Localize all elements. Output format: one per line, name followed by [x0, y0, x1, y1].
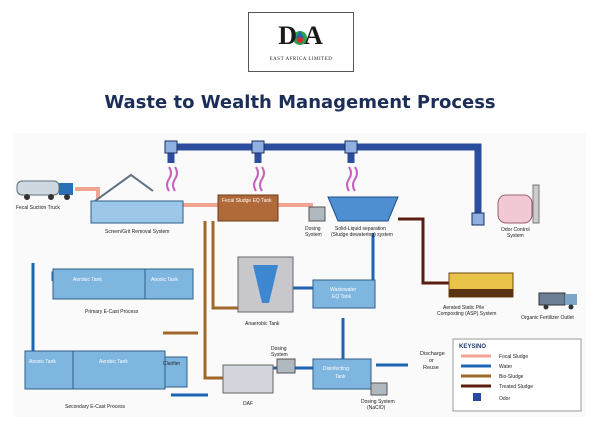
daf-unit — [222, 364, 274, 394]
label-anaerobic: Anaerobic Tank — [245, 321, 280, 327]
asp-composting — [448, 272, 514, 298]
dosing-system-2 — [276, 358, 296, 374]
page-title: Waste to Wealth Management Process — [104, 92, 496, 113]
label-discharge1: Discharge — [420, 351, 445, 357]
company-logo: D A EAST AFRICA LIMITED — [248, 12, 354, 72]
disinfecting-tank — [312, 358, 372, 390]
organic-fertilizer-truck — [538, 292, 577, 310]
legend-item-2: Bio-Sludge — [499, 374, 524, 380]
odor-control-system — [497, 184, 540, 224]
label-ww2: EQ Tank — [332, 294, 352, 300]
label-truck: Fecal Suction Truck — [16, 205, 60, 211]
label-dosing3b: (NaClO) — [367, 405, 386, 411]
label-organic: Organic Fertilizer Outlet — [521, 315, 574, 321]
anaerobic-tank — [237, 256, 294, 313]
label-disinf2: Tank — [335, 374, 346, 380]
fecal-suction-truck — [16, 180, 73, 200]
label-ww1: Wastewater — [330, 287, 357, 293]
legend-brand: KEYSINO — [459, 344, 486, 350]
primary-e-cast — [52, 268, 194, 300]
label-solid2: (Sludge dewatering) system — [331, 232, 393, 238]
label-dosing1: Dosing — [305, 226, 321, 232]
bio-sludge-lines — [163, 221, 238, 380]
label-anoxic1: Anoxic Tank — [151, 277, 178, 283]
logo-text: D A — [278, 21, 324, 50]
label-solid1: Solid-Liquid separation — [335, 226, 386, 232]
odor-plumes — [166, 166, 358, 192]
label-aerobic2: Aerobic Tank — [99, 359, 128, 365]
legend-swatch-4 — [473, 393, 481, 401]
label-dosing2b: System — [271, 352, 288, 358]
label-primary: Primary E-Cast Process — [85, 309, 139, 315]
dosing-system-3 — [370, 382, 388, 396]
logo-subtitle: EAST AFRICA LIMITED — [269, 57, 333, 62]
process-diagram-svg: Fecal Suction Truck Screen/Grit Removal … — [16, 140, 582, 412]
label-clarifier: Clarifier — [163, 361, 181, 367]
label-dosing1b: System — [305, 232, 322, 238]
label-eq-tank: Fecal Sludge EQ Tank — [222, 198, 272, 204]
legend-item-0: Focal Sludge — [499, 354, 528, 360]
legend-item-3: Treated Sludge — [499, 384, 533, 390]
label-disinf1: Disinfecting — [323, 366, 349, 372]
secondary-e-cast — [24, 350, 188, 390]
fecal-sludge-lines — [75, 187, 313, 207]
label-screen: Screen/Grit Removal System — [105, 229, 169, 235]
legend-item-4: Odor — [499, 396, 510, 402]
wastewater-eq-tank — [312, 279, 376, 309]
screen-grit-removal — [90, 173, 184, 224]
label-dosing2a: Dosing — [271, 346, 287, 352]
legend: KEYSINO Focal Sludge Water Bio-Sludge Tr… — [452, 338, 582, 412]
label-secondary: Secondary E-Cast Process — [65, 404, 126, 410]
label-discharge2: or — [429, 358, 434, 364]
recycle-icon — [293, 31, 307, 45]
label-aerobic1: Aerobic Tank — [73, 277, 102, 283]
solid-liquid-separator — [327, 196, 399, 222]
treated-sludge-lines — [398, 217, 458, 285]
label-anoxic2: Anoxic Tank — [29, 359, 56, 365]
label-asp1: Aerated Static Pile — [443, 305, 484, 311]
label-odor2: System — [507, 233, 524, 239]
label-odor1: Odor Control — [501, 227, 530, 233]
odor-valves — [164, 140, 485, 226]
label-asp2: Composting (ASP) System — [437, 311, 496, 317]
fecal-sludge-eq-tank — [217, 194, 279, 222]
label-daf: DAF — [243, 401, 253, 407]
label-discharge3: Reuse — [423, 365, 439, 371]
process-diagram: Fecal Suction Truck Screen/Grit Removal … — [13, 133, 586, 417]
label-dosing3a: Dosing System — [361, 399, 395, 405]
legend-item-1: Water — [499, 364, 512, 370]
dosing-system-1 — [308, 206, 326, 222]
